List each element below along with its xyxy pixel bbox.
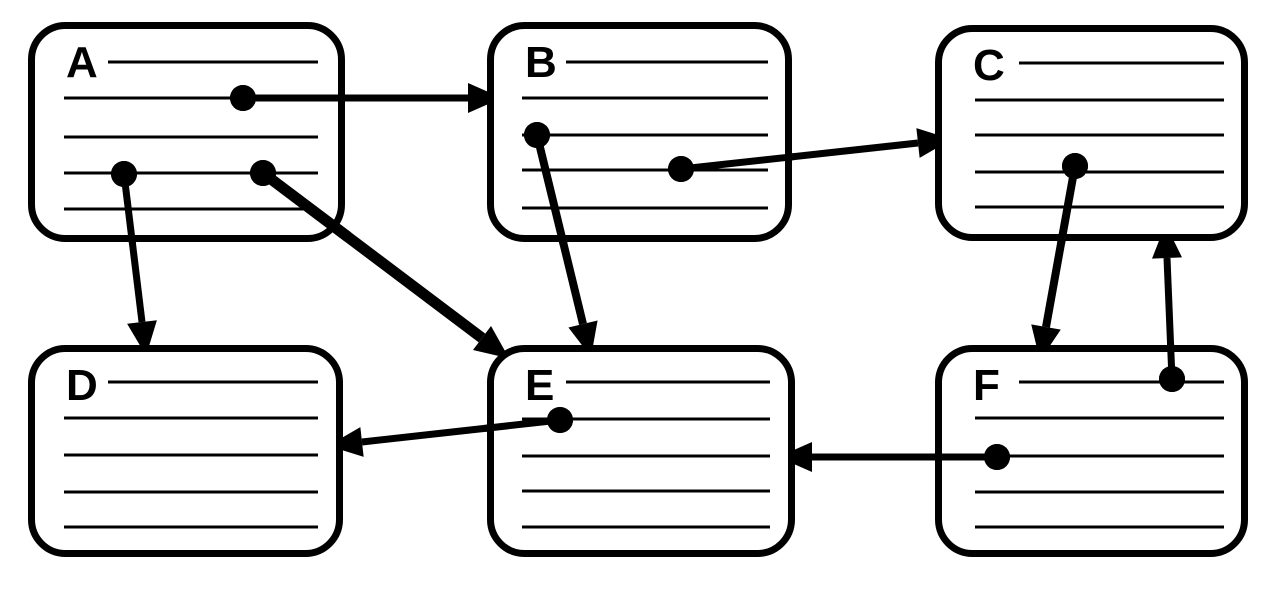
- card-letter-label: F: [973, 361, 1000, 410]
- edge-tail-overlay: [533, 134, 568, 246]
- edge-arrowhead: [1152, 224, 1182, 259]
- card-outline: [935, 345, 1248, 557]
- connector-dot[interactable]: [230, 85, 256, 111]
- edge-tail-overlay: [680, 153, 795, 173]
- edge-arrowhead: [127, 320, 157, 356]
- edge-arrowhead: [472, 326, 510, 359]
- nodes-layer: A B C D E F: [28, 22, 1248, 557]
- connector-dot[interactable]: [547, 407, 573, 433]
- edge-tail-overlay: [1057, 165, 1079, 244]
- connector-dot[interactable]: [668, 156, 694, 182]
- connector-dot[interactable]: [524, 122, 550, 148]
- connector-dot[interactable]: [111, 161, 137, 187]
- connector-dot[interactable]: [250, 160, 276, 186]
- card-outline: [487, 22, 792, 242]
- card-outline: [28, 345, 343, 557]
- connector-dot[interactable]: [1062, 153, 1088, 179]
- edge-arrowhead: [916, 128, 952, 158]
- card-outline: [487, 345, 795, 557]
- connector-dot[interactable]: [984, 444, 1010, 470]
- card-letter-label: A: [66, 38, 98, 87]
- edge-arrowhead: [328, 427, 364, 457]
- card-letter-label: B: [525, 38, 557, 87]
- node-card-b[interactable]: B: [487, 22, 792, 242]
- card-letter-label: C: [973, 41, 1005, 90]
- node-card-c[interactable]: C: [935, 25, 1248, 241]
- card-letter-label: D: [66, 361, 98, 410]
- node-card-a[interactable]: A: [28, 22, 345, 242]
- connector-dot[interactable]: [1159, 366, 1185, 392]
- card-letter-label: E: [525, 361, 554, 410]
- node-card-e[interactable]: E: [487, 345, 795, 557]
- node-card-d[interactable]: D: [28, 345, 343, 557]
- edge-arrowhead: [468, 83, 502, 113]
- card-outline: [935, 25, 1248, 241]
- node-card-f[interactable]: F: [935, 345, 1248, 557]
- edge-tail-overlay: [259, 168, 352, 242]
